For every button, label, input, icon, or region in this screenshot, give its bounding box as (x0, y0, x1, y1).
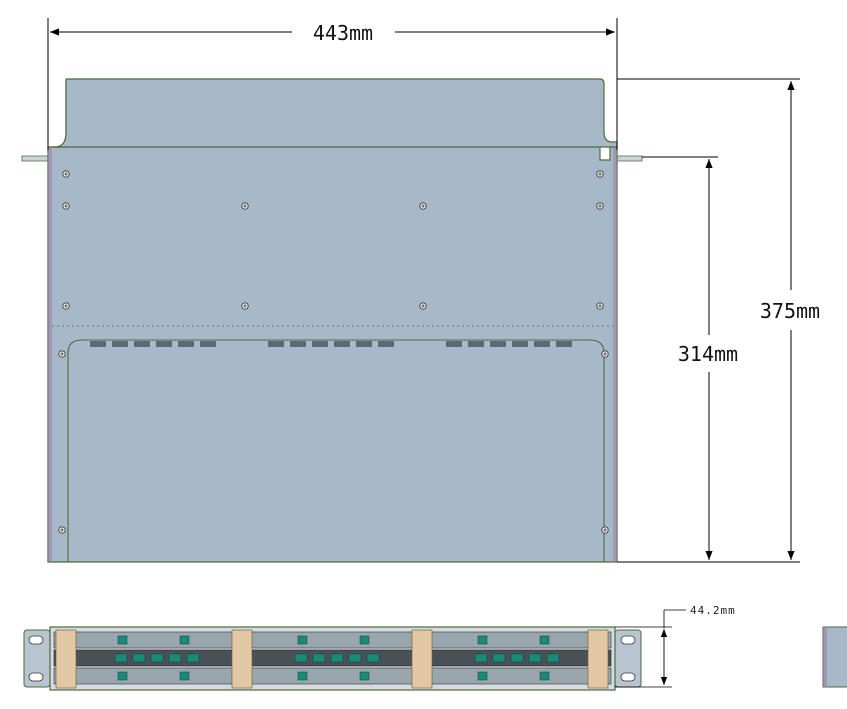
front-view-panel (23, 626, 642, 691)
depth-dimension-label: 375mm (760, 299, 820, 323)
left-mount-ear (21, 155, 49, 162)
port-row-bottom (53, 667, 612, 685)
fiber-ports (114, 635, 560, 681)
depth-dimension (617, 78, 800, 563)
inner-depth-dimension (642, 156, 718, 560)
height-dimension (615, 609, 686, 688)
inner-depth-dimension-label: 314mm (678, 342, 738, 366)
height-dimension-label: 44.2mm (690, 604, 736, 617)
width-dimension (47, 18, 618, 150)
front-tray-outline (67, 339, 605, 562)
right-mount-ear (616, 155, 643, 162)
left-side-wall (48, 147, 52, 562)
right-ear-slot-bottom (620, 672, 636, 682)
port-row-top (53, 631, 612, 649)
side-view-fragment (822, 626, 847, 688)
right-side-wall (613, 147, 617, 562)
width-dimension-label: 443mm (313, 21, 373, 45)
left-ear-slot-bottom (28, 672, 44, 682)
top-view-chassis (21, 78, 643, 563)
left-ear-slot-top (28, 635, 44, 645)
vent-slots (90, 341, 572, 347)
module-dividers (55, 629, 609, 689)
right-ear-slot-top (620, 635, 636, 645)
top-cover (48, 78, 618, 148)
chassis-top-panel (47, 79, 618, 563)
